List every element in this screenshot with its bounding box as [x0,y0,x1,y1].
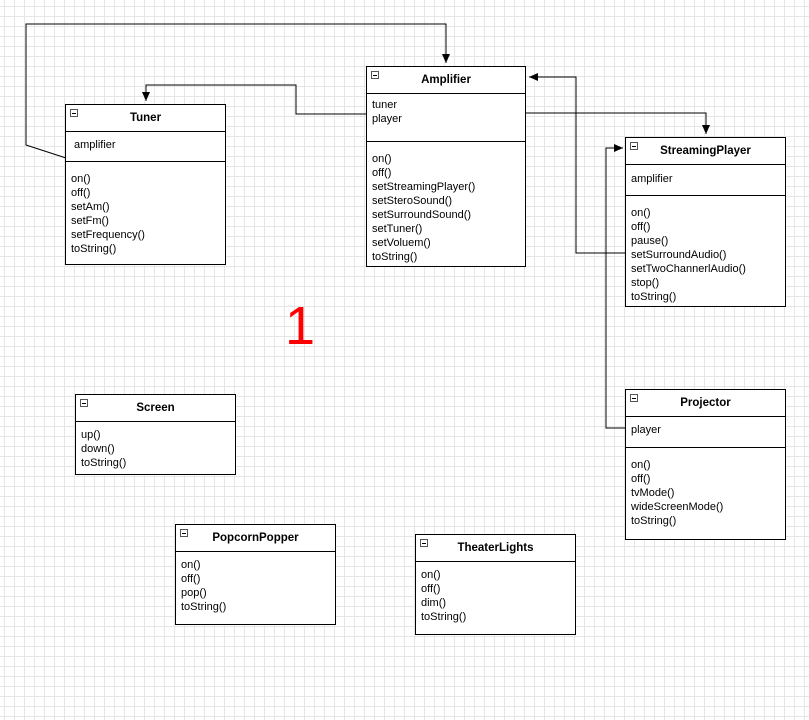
class-tuner[interactable]: Tuner amplifier on() off() setAm() setFm… [65,104,226,265]
collapse-icon[interactable] [371,71,379,79]
class-name: TheaterLights [457,542,534,554]
method: setVoluem() [372,237,431,249]
method: toString() [421,611,467,623]
diagram-number-label: 1 [285,296,316,356]
attribute: amplifier [631,173,673,185]
methods-section: up() down() toString() [76,422,235,470]
class-header: Tuner [66,105,225,132]
class-name: StreamingPlayer [660,145,751,157]
attributes-section: amplifier [626,165,785,196]
connector-streamingplayer-to-amplifier [529,73,626,254]
method: toString() [631,515,677,527]
class-header: StreamingPlayer [626,138,785,165]
method: on() [71,173,91,185]
method: toString() [81,457,127,469]
connector-projector-to-streamingplayer [605,144,626,429]
connector-amplifier-to-streamingplayer [526,112,710,134]
method: setFm() [71,215,109,227]
attribute: amplifier [74,139,116,151]
method: on() [631,459,651,471]
method: setSurroundAudio() [631,249,727,261]
methods-section: on() off() tvMode() wideScreenMode() toS… [626,448,785,528]
method: toString() [181,601,227,613]
method: off() [631,473,651,485]
method: stop() [631,277,660,289]
methods-section: on() off() setStreamingPlayer() setStero… [367,142,525,264]
method: toString() [71,243,117,255]
collapse-icon[interactable] [420,539,428,547]
class-header: Screen [76,395,235,422]
attribute: tuner [372,99,398,111]
method: wideScreenMode() [631,501,724,513]
class-name: Projector [680,397,731,409]
collapse-icon[interactable] [70,109,78,117]
method: toString() [631,291,677,303]
class-header: PopcornPopper [176,525,335,552]
method: dim() [421,597,447,609]
method: off() [421,583,441,595]
method: pause() [631,235,669,247]
method: off() [71,187,91,199]
method: setSteroSound() [372,195,453,207]
method: toString() [372,251,418,263]
class-name: PopcornPopper [212,532,299,544]
method: tvMode() [631,487,675,499]
class-header: TheaterLights [416,535,575,562]
method: setTwoChannerlAudio() [631,263,746,275]
method: on() [181,559,201,571]
collapse-icon[interactable] [630,142,638,150]
attributes-section: amplifier [66,132,225,162]
method: pop() [181,587,207,599]
methods-section: on() off() setAm() setFm() setFrequency(… [66,162,225,256]
method: on() [421,569,441,581]
attributes-section: player [626,417,785,448]
methods-section: on() off() pause() setSurroundAudio() se… [626,196,785,304]
class-screen[interactable]: Screen up() down() toString() [75,394,236,475]
method: on() [372,153,392,165]
method: up() [81,429,101,441]
collapse-icon[interactable] [80,399,88,407]
method: off() [181,573,201,585]
method: setAm() [71,201,110,213]
attribute: player [372,113,402,125]
class-header: Projector [626,390,785,417]
collapse-icon[interactable] [630,394,638,402]
class-streamingplayer[interactable]: StreamingPlayer amplifier on() off() pau… [625,137,786,307]
attribute: player [631,424,661,436]
class-projector[interactable]: Projector player on() off() tvMode() wid… [625,389,786,540]
method: off() [372,167,392,179]
class-name: Tuner [129,112,162,124]
class-popcornpopper[interactable]: PopcornPopper on() off() pop() toString(… [175,524,336,625]
method: setFrequency() [71,229,145,241]
collapse-icon[interactable] [180,529,188,537]
class-name: Screen [136,402,175,414]
methods-section: on() off() dim() toString() [416,562,575,624]
method: on() [631,207,651,219]
method: setStreamingPlayer() [372,181,476,193]
class-name: Amplifier [421,74,471,86]
attributes-section: tuner player [367,94,525,142]
method: off() [631,221,651,233]
method: setSurroundSound() [372,209,472,221]
method: down() [81,443,115,455]
class-header: Amplifier [367,67,525,94]
class-amplifier[interactable]: Amplifier tuner player on() off() setStr… [366,66,526,267]
method: setTuner() [372,223,423,235]
methods-section: on() off() pop() toString() [176,552,335,614]
class-theaterlights[interactable]: TheaterLights on() off() dim() toString(… [415,534,576,635]
